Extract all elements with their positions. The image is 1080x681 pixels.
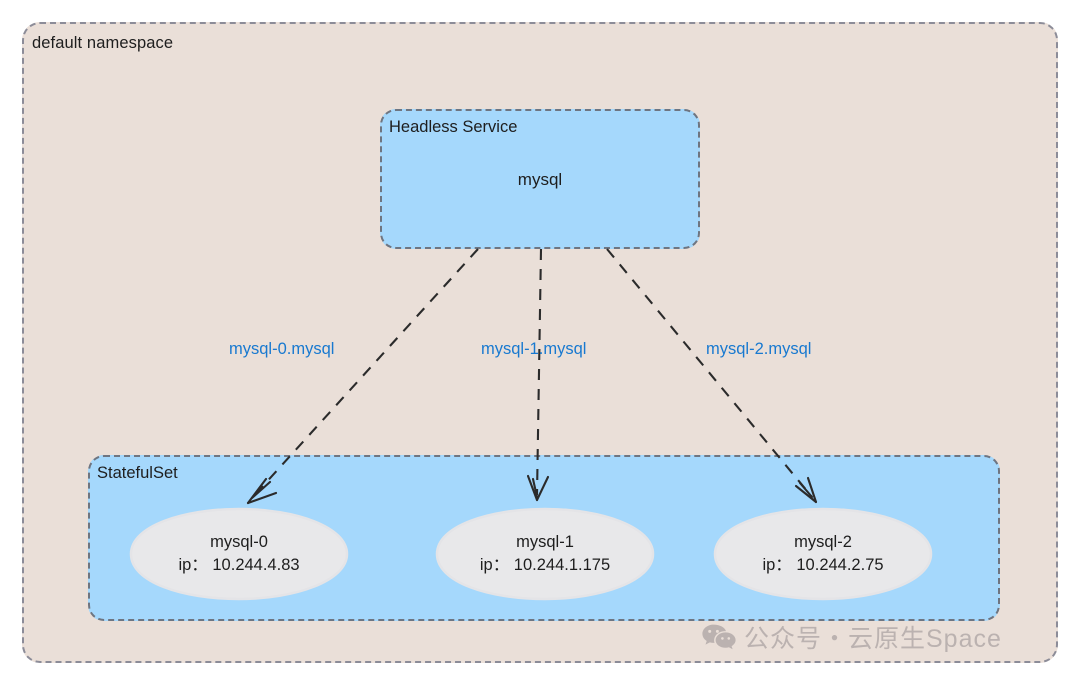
statefulset-label: StatefulSet (97, 464, 178, 482)
edge-label-mysql-0: mysql-0.mysql (229, 340, 335, 358)
watermark-text: 公众号・云原生Space (744, 625, 1002, 653)
edge-label-mysql-2: mysql-2.mysql (706, 340, 812, 358)
pod-node-mysql-0: mysql-0 ip： 10.244.4.83 (128, 507, 350, 601)
headless-service-name: mysql (517, 170, 563, 189)
edge-label-mysql-1: mysql-1.mysql (481, 340, 587, 358)
pod-node-mysql-1: mysql-1 ip： 10.244.1.175 (434, 507, 656, 601)
pod-ellipse-shape (435, 507, 655, 601)
wechat-icon (702, 624, 736, 649)
headless-service-node (380, 109, 700, 249)
pod-ellipse-shape (129, 507, 349, 601)
namespace-label: default namespace (32, 34, 174, 52)
pod-node-mysql-2: mysql-2 ip： 10.244.2.75 (712, 507, 934, 601)
headless-service-kind-label: Headless Service (389, 118, 518, 136)
pod-ellipse-shape (713, 507, 933, 601)
watermark: 公众号・云原生Space (702, 619, 1002, 655)
